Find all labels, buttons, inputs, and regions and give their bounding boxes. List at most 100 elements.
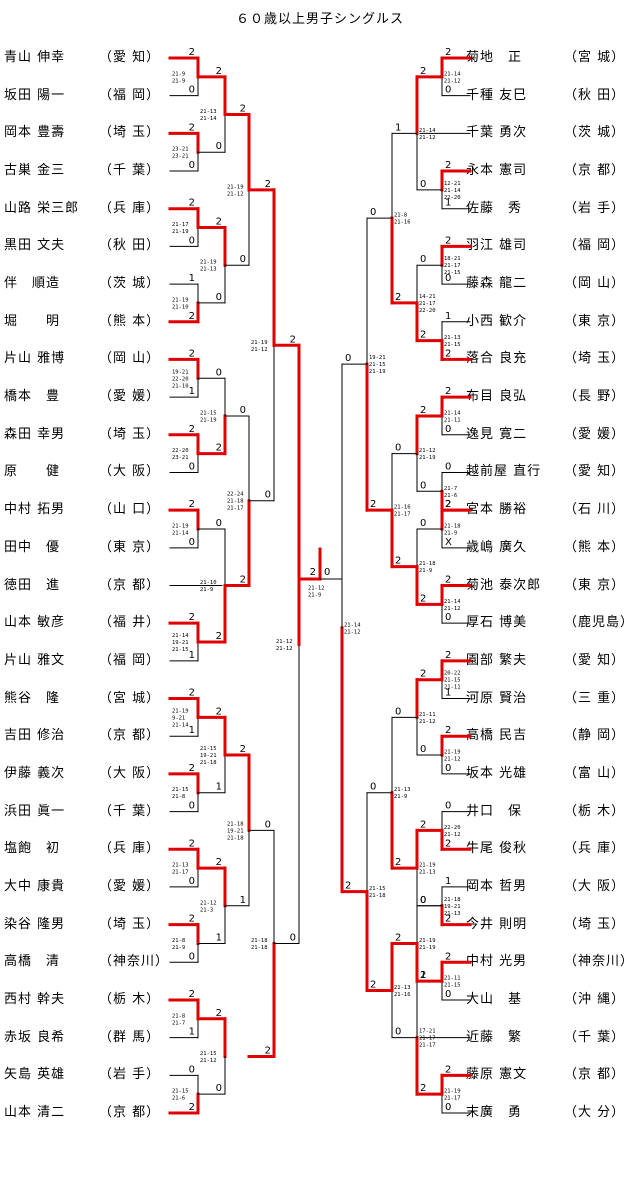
right-player: 菊池 泰次郎（東 京） [466,577,636,595]
left-player: 赤坂 良希（群 馬） [4,1029,162,1047]
right-r1-match-bottom-games: 0 [445,763,451,774]
left-player: 片山 雅博（岡 山） [4,350,162,368]
left-r1-match-bottom-games: 2 [189,311,195,322]
player-prefecture: （千 葉） [564,1029,626,1045]
right-r1-match-top-games: 2 [445,160,451,171]
right-r2-match-top-games: 1 [420,970,426,981]
right-semifinal-bottom-games: 2 [345,881,351,892]
player-name: 牛尾 俊秋 [466,841,528,857]
left-r1-match-top-games: 2 [189,47,195,58]
player-name: 伊藤 義次 [4,765,66,781]
right-r2-match-bottom-games: 2 [420,1083,426,1094]
player-prefecture: （秋 田） [564,87,626,103]
right-semifinal-top-games: 0 [345,353,351,364]
player-prefecture: （群 馬） [99,1029,161,1045]
left-r2-match-top-games: 2 [216,217,222,228]
player-prefecture: （東 京） [99,539,161,555]
left-r3-match-bottom-games: 2 [240,575,246,586]
right-r3-match-top-games: 1 [395,122,401,133]
right-player: 越前屋 直行（愛 知） [466,463,636,481]
player-name: 堀 明 [4,313,61,329]
left-r1-match-bottom-games: 1 [189,1027,195,1038]
left-r2-match-bottom-games: 2 [216,443,222,454]
player-name: 中村 拓男 [4,502,66,518]
player-name: 西村 幹夫 [4,991,66,1007]
player-prefecture: （秋 田） [99,238,161,254]
right-player: 牛尾 俊秋（兵 庫） [466,840,636,858]
left-r1-match-bottom-games: 0 [189,801,195,812]
player-name: 菊池 泰次郎 [466,577,542,593]
right-player: 宮本 勝裕（石 川） [466,501,636,519]
right-r3-match-bottom-games: 2 [395,932,401,943]
left-player: 山路 栄三郎（兵 庫） [4,200,162,218]
player-prefecture: （沖 縄） [564,991,626,1007]
player-name: 高橋 清 [4,954,61,970]
player-prefecture: （兵 庫） [99,841,161,857]
player-prefecture: （熊 本） [99,313,161,329]
right-r1-match-top-games: X [445,537,452,548]
player-name: 千葉 勇次 [466,125,528,141]
right-r2-match-bottom-games: 0 [420,179,426,190]
player-name: 園部 繁夫 [466,652,528,668]
player-prefecture: （東 京） [564,313,626,329]
player-name: 坂本 光雄 [466,765,528,781]
player-name: 逸見 寛二 [466,426,528,442]
left-player: 伴 順造（茨 城） [4,275,162,293]
player-name: 橋本 豊 [4,389,61,405]
right-r2-match-top-games: 2 [420,819,426,830]
right-r1-match-top-games: 2 [445,1064,451,1075]
right-player: 落合 良充（埼 玉） [466,350,636,368]
player-name: 高橋 民吉 [466,728,528,744]
player-prefecture: （愛 媛） [99,389,161,405]
player-name: 山本 清二 [4,1105,66,1120]
right-r1-match-bottom-games: 1 [445,688,451,699]
left-r1-match-bottom-games: 0 [189,160,195,171]
left-player: 熊谷 隆（宮 城） [4,690,162,708]
left-r4-match-bottom-games: 0 [265,490,271,501]
player-prefecture: （京 都） [564,1067,626,1083]
left-r1-match-top-games: 2 [189,838,195,849]
left-r1-match-top-games: 2 [189,499,195,510]
left-player: 大中 康貴（愛 媛） [4,878,162,896]
right-player: 千種 友巳（秋 田） [466,87,636,105]
left-player: 原 健（大 阪） [4,463,162,481]
page-title: ６０歳以上男子シングルス [235,12,404,27]
player-prefecture: （千 葉） [99,163,161,179]
left-player: 岡本 豊壽（埼 玉） [4,124,162,142]
player-prefecture: （岩 手） [99,1067,161,1083]
right-r1-match-top-games: 1 [445,876,451,887]
player-name: 坂田 陽一 [4,87,66,103]
player-name: 井口 保 [466,803,523,819]
player-name: 田中 優 [4,539,61,555]
player-name: 吉田 修治 [4,728,66,744]
left-player: 古巣 金三（千 葉） [4,162,162,180]
left-r1-match-bottom-games: 1 [189,725,195,736]
left-r1-match-top-games: 2 [189,348,195,359]
player-name: 藤原 憲文 [466,1067,528,1083]
player-prefecture: （岡 山） [564,276,626,292]
right-r3-match-top-games: 0 [395,1027,401,1038]
final-left-games: 2 [310,567,316,578]
right-r4-match-top-games: 0 [370,207,376,218]
player-name: 今井 則明 [466,916,528,932]
player-prefecture: （福 岡） [99,87,161,103]
left-r1-match-top-games: 1 [189,273,195,284]
right-player: 羽江 雄司（福 岡） [466,237,636,255]
player-name: 越前屋 直行 [466,464,542,480]
